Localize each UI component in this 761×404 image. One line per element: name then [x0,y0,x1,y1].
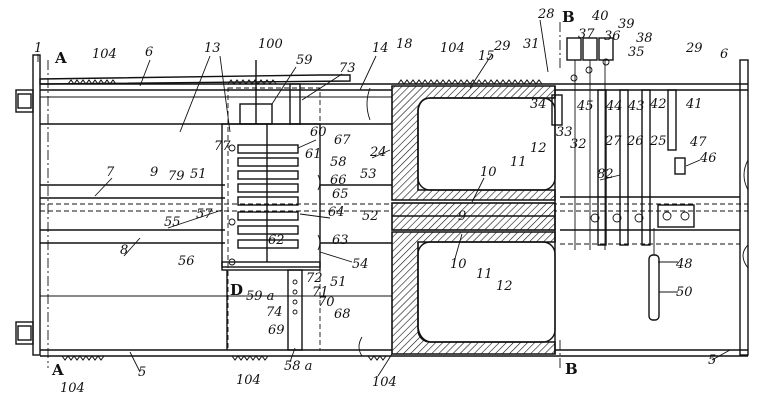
ref-35: 35 [628,45,645,60]
ref-74: 74 [266,305,283,320]
ref-8: 8 [120,243,128,258]
ref-58: 58 [330,155,347,170]
ref-67: 67 [334,133,351,148]
ref-9: 9 [458,209,466,224]
ref-27: 27 [604,134,622,149]
ref-104: 104 [92,47,117,62]
ref-58a: 58 a [284,359,312,374]
ref-79: 79 [168,169,185,184]
ref-66: 66 [330,173,347,188]
ref-14: 14 [372,41,389,56]
section-mark-a-bottom: A [51,361,64,379]
ref-61: 61 [305,147,322,162]
ref-52: 52 [362,209,379,224]
section-mark-b-bottom: B [565,360,578,378]
ref-42: 42 [649,97,667,112]
reference-numerals: 1 104 6 13 100 59 73 14 18 104 15 29 31 … [34,7,728,396]
ref-9: 9 [150,165,158,180]
section-mark-a-top: A [54,49,67,67]
ref-11: 11 [510,155,527,170]
ref-64: 64 [328,205,345,220]
ref-15: 15 [478,49,495,64]
ref-59: 59 [296,53,313,68]
ref-10: 10 [480,165,497,180]
ref-104: 104 [236,373,261,388]
ref-104: 104 [440,41,465,56]
ref-72: 72 [306,271,323,286]
ref-60: 60 [310,125,327,140]
ref-12: 12 [496,279,513,294]
ref-73: 73 [339,61,356,76]
leader-lines [37,19,731,377]
ref-33: 33 [556,125,573,140]
ref-7: 7 [106,165,115,180]
ref-104: 104 [372,375,397,390]
ref-37: 37 [578,27,595,42]
contact-assembly [551,37,695,321]
frame-members [39,59,749,357]
ref-25: 25 [649,134,667,149]
ref-6: 6 [720,47,728,62]
ref-10: 10 [450,257,467,272]
ref-1: 1 [34,41,42,56]
ref-24: 24 [369,145,387,160]
ref-70: 70 [318,295,335,310]
ref-29: 29 [685,41,703,56]
section-mark-d: D [230,281,243,299]
ref-104: 104 [60,381,85,396]
ref-47: 47 [689,135,707,150]
ref-51: 51 [330,275,347,290]
ref-82: 82 [597,167,614,182]
ref-71: 71 [312,285,329,300]
left-mechanism [221,60,321,351]
ref-65: 65 [332,187,349,202]
ref-6: 6 [145,45,153,60]
ref-18: 18 [396,37,413,52]
magnet-housing [391,85,556,355]
ref-54: 54 [352,257,369,272]
ref-48: 48 [675,257,693,272]
coil-windings [61,79,543,361]
ref-56: 56 [178,254,195,269]
ref-43: 43 [627,99,645,114]
left-end-frame [15,54,41,356]
shaft-breaks [317,87,371,357]
ref-26: 26 [626,134,644,149]
ref-41: 41 [685,97,703,112]
ref-12: 12 [530,141,547,156]
ref-36: 36 [604,29,621,44]
ref-34: 34 [530,97,547,112]
ref-46: 46 [699,151,717,166]
ref-57: 57 [196,207,213,222]
ref-51: 51 [190,167,207,182]
ref-31: 31 [523,37,540,52]
ref-5: 5 [138,365,146,380]
section-lines [47,22,561,368]
ref-100: 100 [258,37,283,52]
ref-11: 11 [476,267,493,282]
ref-40: 40 [591,9,609,24]
ref-62: 62 [268,233,285,248]
ref-32: 32 [570,137,587,152]
ref-55: 55 [164,215,181,230]
ref-29: 29 [493,39,511,54]
ref-45: 45 [576,99,594,114]
ref-5: 5 [708,353,716,368]
section-mark-b-top: B [562,8,575,26]
ref-44: 44 [605,99,623,114]
ref-50: 50 [676,285,693,300]
ref-59a: 59 a [246,289,274,304]
ref-38: 38 [636,31,653,46]
ref-77: 77 [214,139,231,154]
ref-69: 69 [268,323,285,338]
ref-68: 68 [334,307,351,322]
ref-39: 39 [618,17,635,32]
ref-28: 28 [537,7,555,22]
ref-53: 53 [360,167,377,182]
ref-63: 63 [332,233,349,248]
ref-13: 13 [204,41,221,56]
